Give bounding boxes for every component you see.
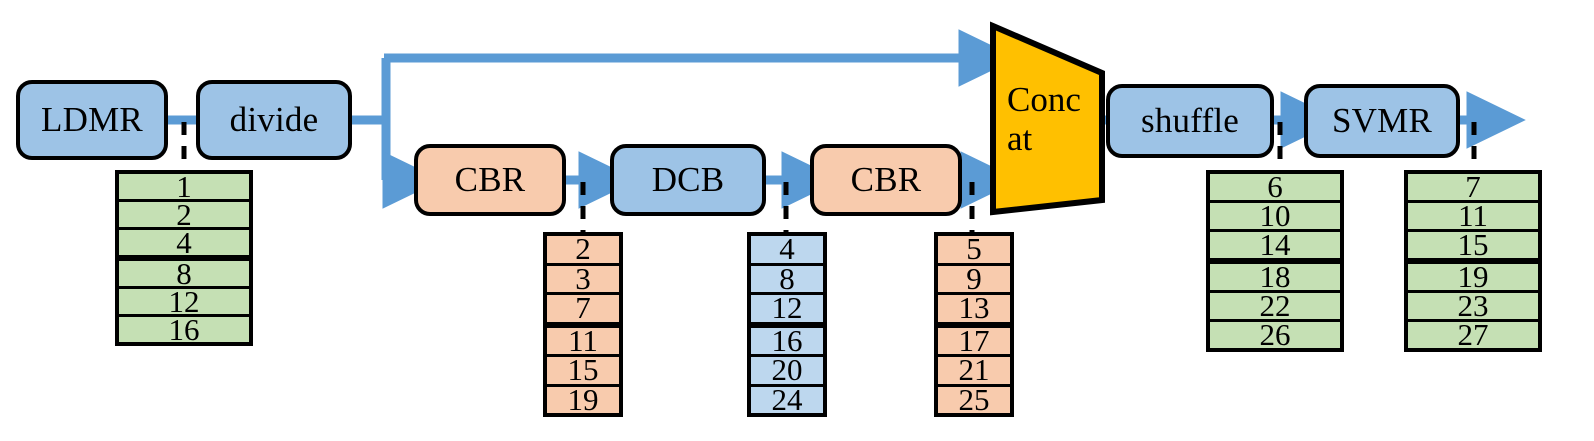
table-row: 11 [547, 327, 619, 357]
table-row: 19 [1408, 264, 1538, 293]
table-ldmr: 1 2 4 8 12 16 [115, 170, 253, 346]
table-row: 2 [119, 202, 249, 230]
table-row: 12 [751, 295, 823, 328]
table-cbr-2: 5 9 13 17 21 25 [934, 232, 1014, 417]
table-row: 26 [1210, 322, 1340, 348]
node-ldmr[interactable]: LDMR [16, 80, 168, 160]
table-row: 12 [119, 289, 249, 317]
table-row: 16 [119, 317, 249, 342]
table-row: 25 [938, 386, 1010, 413]
table-row: 11 [1408, 203, 1538, 232]
table-row: 13 [938, 295, 1010, 328]
table-row: 6 [1210, 174, 1340, 203]
node-cbr-2[interactable]: CBR [810, 144, 962, 216]
table-row: 9 [938, 265, 1010, 295]
table-row: 4 [751, 236, 823, 266]
table-row: 24 [751, 386, 823, 413]
table-row: 4 [119, 230, 249, 261]
node-concat-label-line2: at [1007, 119, 1033, 158]
node-divide[interactable]: divide [196, 80, 352, 160]
table-row: 7 [547, 295, 619, 328]
table-row: 22 [1210, 293, 1340, 322]
table-cbr-1: 2 3 7 11 15 19 [543, 232, 623, 417]
table-row: 10 [1210, 203, 1340, 232]
table-row: 17 [938, 327, 1010, 357]
node-divide-label: divide [229, 99, 319, 139]
table-row: 23 [1408, 293, 1538, 322]
table-row: 5 [938, 236, 1010, 266]
table-row: 16 [751, 327, 823, 357]
node-shuffle-label: shuffle [1141, 100, 1239, 140]
table-row: 21 [938, 357, 1010, 387]
table-row: 15 [1408, 232, 1538, 264]
node-cbr-1-label: CBR [454, 159, 526, 199]
table-row: 19 [547, 386, 619, 413]
node-ldmr-label: LDMR [41, 99, 143, 139]
table-row: 20 [751, 357, 823, 387]
node-svmr-label: SVMR [1331, 100, 1432, 140]
table-svmr: 7 11 15 19 23 27 [1404, 170, 1542, 352]
node-svmr[interactable]: SVMR [1304, 84, 1460, 158]
node-concat-label-line1: Conc [1007, 79, 1081, 119]
node-cbr-2-label: CBR [850, 159, 922, 199]
node-cbr-1[interactable]: CBR [414, 144, 566, 216]
node-dcb[interactable]: DCB [610, 144, 766, 216]
table-dcb: 4 8 12 16 20 24 [747, 232, 827, 417]
node-concat[interactable]: Conc at [993, 26, 1105, 212]
table-row: 18 [1210, 264, 1340, 293]
table-row: 3 [547, 265, 619, 295]
node-shuffle[interactable]: shuffle [1106, 84, 1274, 158]
table-row: 14 [1210, 232, 1340, 264]
table-row: 7 [1408, 174, 1538, 203]
table-row: 1 [119, 174, 249, 202]
table-row: 2 [547, 236, 619, 266]
table-row: 8 [119, 261, 249, 289]
table-row: 27 [1408, 322, 1538, 348]
node-dcb-label: DCB [651, 159, 725, 199]
table-row: 8 [751, 265, 823, 295]
concat-trapezoid-shape[interactable] [990, 21, 1105, 216]
table-shuffle: 6 10 14 18 22 26 [1206, 170, 1344, 352]
node-concat-label: Conc at [1007, 80, 1093, 158]
table-row: 15 [547, 357, 619, 387]
